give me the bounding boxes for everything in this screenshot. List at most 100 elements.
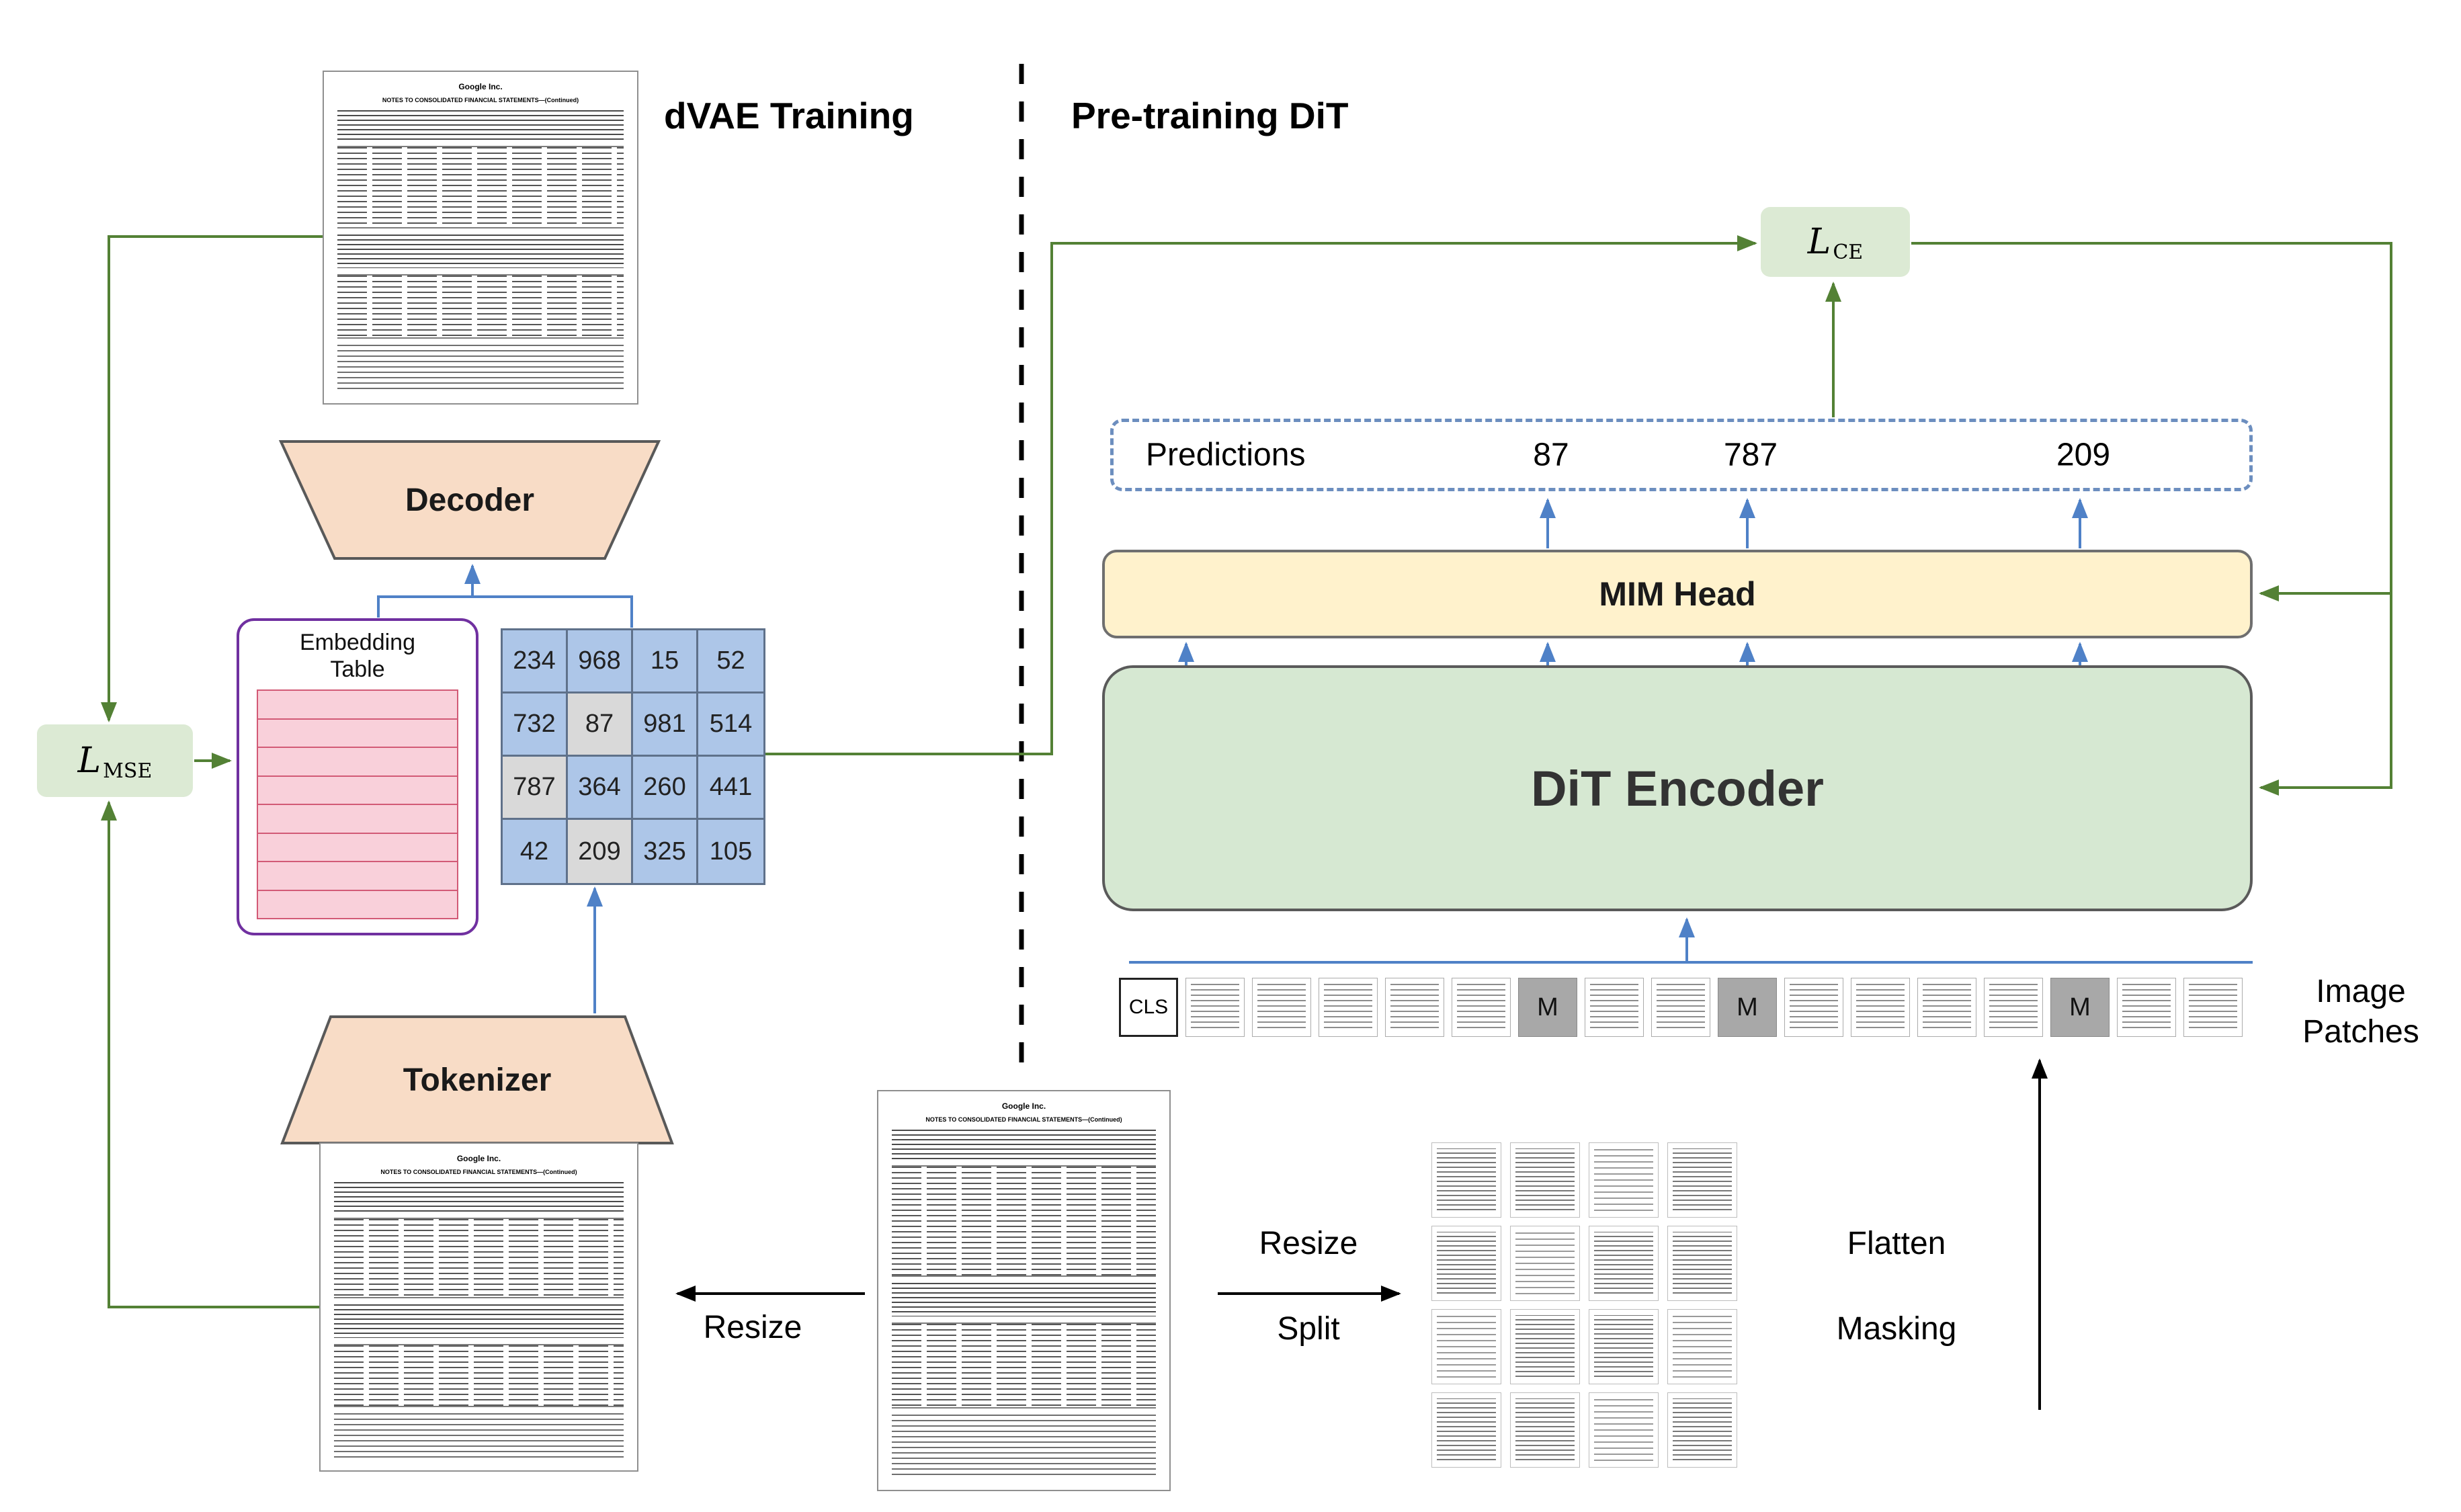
document-page: Google Inc. NOTES TO CONSOLIDATED FINANC… xyxy=(334,1154,624,1460)
image-patch xyxy=(1319,978,1378,1037)
document-text-block xyxy=(337,345,624,392)
cls-token: CLS xyxy=(1119,978,1178,1037)
embedding-row xyxy=(257,832,458,863)
image-patch xyxy=(1984,978,2043,1037)
masking-label: Masking xyxy=(1836,1311,1957,1347)
split-label: Split xyxy=(1277,1311,1340,1347)
predictions-box: Predictions 87 787 209 xyxy=(1110,419,2253,491)
embedding-row xyxy=(257,718,458,749)
document-text-block xyxy=(334,1304,624,1339)
embedding-rows xyxy=(257,689,458,919)
document-company-title: Google Inc. xyxy=(456,1154,501,1163)
embedding-table-title: Embedding Table xyxy=(300,629,415,683)
token-cell-masked: 787 xyxy=(503,757,568,820)
decoder-label: Decoder xyxy=(405,482,535,518)
document-fragment xyxy=(1431,1142,1501,1218)
embedding-row xyxy=(257,747,458,777)
image-patch xyxy=(2183,978,2243,1037)
document-heading: NOTES TO CONSOLIDATED FINANCIAL STATEMEN… xyxy=(380,1169,577,1175)
document-fragment xyxy=(1510,1226,1580,1301)
original-document-image: Google Inc. NOTES TO CONSOLIDATED FINANC… xyxy=(877,1090,1171,1491)
token-cell: 260 xyxy=(633,757,698,820)
ce-loss-box: L CE xyxy=(1761,207,1910,277)
image-patch xyxy=(1784,978,1843,1037)
document-fragment xyxy=(1431,1309,1501,1384)
document-heading: NOTES TO CONSOLIDATED FINANCIAL STATEMEN… xyxy=(925,1116,1122,1123)
document-text-block xyxy=(337,110,624,140)
document-company-title: Google Inc. xyxy=(1001,1101,1046,1111)
embedding-row xyxy=(257,775,458,806)
document-fragment xyxy=(1589,1142,1659,1218)
document-table-block xyxy=(892,1322,1156,1409)
resized-document-image: Google Inc. NOTES TO CONSOLIDATED FINANC… xyxy=(319,1142,638,1472)
token-cell: 514 xyxy=(698,694,763,757)
dit-encoder-box: DiT Encoder xyxy=(1102,665,2253,911)
embedding-table: Embedding Table xyxy=(237,618,478,935)
token-cell: 732 xyxy=(503,694,568,757)
document-text-block xyxy=(334,1181,624,1212)
document-fragment xyxy=(1510,1309,1580,1384)
token-cell: 52 xyxy=(698,630,763,694)
document-text-block xyxy=(892,1415,1156,1479)
document-page: Google Inc. NOTES TO CONSOLIDATED FINANC… xyxy=(892,1102,1156,1479)
embedding-row xyxy=(257,804,458,834)
token-cell: 234 xyxy=(503,630,568,694)
reconstructed-document-image: Google Inc. NOTES TO CONSOLIDATED FINANC… xyxy=(323,71,638,405)
flatten-label: Flatten xyxy=(1847,1226,1946,1261)
document-fragment xyxy=(1667,1392,1737,1468)
mse-loss-subscript: MSE xyxy=(103,759,153,783)
split-patch-grid xyxy=(1431,1142,1737,1468)
image-patch xyxy=(1252,978,1311,1037)
document-text-block xyxy=(337,235,624,269)
embedding-table-title-line1: Embedding xyxy=(299,630,415,655)
masked-patch: M xyxy=(1518,978,1577,1037)
document-fragment xyxy=(1589,1226,1659,1301)
masked-patch: M xyxy=(2050,978,2110,1037)
document-table-block xyxy=(337,274,624,339)
resize-left-label: Resize xyxy=(703,1310,802,1345)
token-cell: 968 xyxy=(568,630,633,694)
embedding-row xyxy=(257,889,458,919)
token-cell: 105 xyxy=(698,820,763,883)
token-cell-masked: 87 xyxy=(568,694,633,757)
ce-to-encoder-arrow xyxy=(2259,593,2392,796)
document-table-block xyxy=(337,145,624,229)
image-patches-label-line1: Image xyxy=(2316,974,2406,1009)
prediction-value: 787 xyxy=(1723,437,1778,473)
document-company-title: Google Inc. xyxy=(458,82,503,91)
token-cell: 325 xyxy=(633,820,698,883)
right-section-title: Pre-training DiT xyxy=(1071,95,1349,136)
tokenizer-label: Tokenizer xyxy=(403,1062,552,1098)
mse-loss-box: L MSE xyxy=(37,724,193,797)
resize-right-label: Resize xyxy=(1259,1226,1358,1261)
image-patch xyxy=(1585,978,1644,1037)
image-patch xyxy=(1185,978,1245,1037)
prediction-value: 209 xyxy=(2056,437,2111,473)
image-patches-label: Image Patches xyxy=(2277,972,2445,1052)
document-page: Google Inc. NOTES TO CONSOLIDATED FINANC… xyxy=(337,83,624,392)
predictions-label: Predictions xyxy=(1146,437,1306,473)
ce-loss-subscript: CE xyxy=(1833,241,1864,264)
document-heading: NOTES TO CONSOLIDATED FINANCIAL STATEMEN… xyxy=(382,97,579,103)
mim-head-box: MIM Head xyxy=(1102,550,2253,638)
token-cell: 441 xyxy=(698,757,763,820)
ce-loss-symbol: L xyxy=(1807,222,1831,262)
image-patch xyxy=(1851,978,1910,1037)
document-text-block xyxy=(892,1282,1156,1316)
document-table-block xyxy=(334,1344,624,1408)
document-fragment xyxy=(1589,1309,1659,1384)
embedding-row xyxy=(257,689,458,720)
token-cell: 15 xyxy=(633,630,698,694)
token-cell: 42 xyxy=(503,820,568,883)
document-fragment xyxy=(1667,1309,1737,1384)
document-fragment xyxy=(1510,1392,1580,1468)
embedding-row xyxy=(257,861,458,891)
image-patch xyxy=(1385,978,1444,1037)
token-cell: 364 xyxy=(568,757,633,820)
document-text-block xyxy=(892,1129,1156,1159)
document-fragment xyxy=(1431,1392,1501,1468)
token-cell: 981 xyxy=(633,694,698,757)
image-patch xyxy=(1651,978,1710,1037)
